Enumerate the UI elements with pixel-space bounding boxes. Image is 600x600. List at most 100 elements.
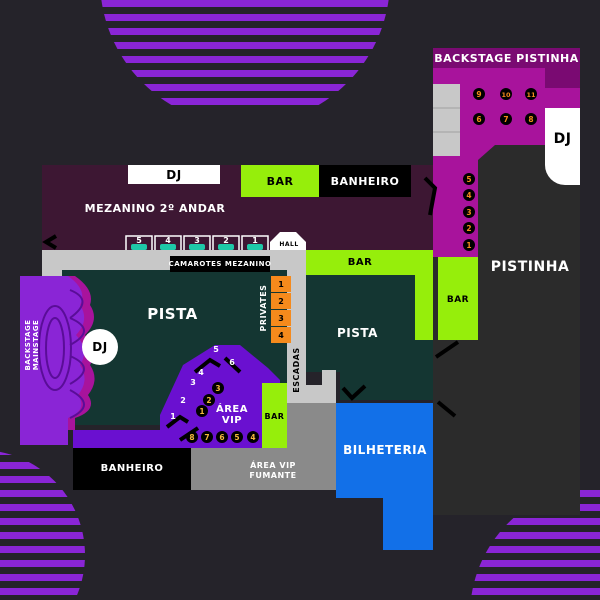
seat-number: 8: [189, 433, 194, 442]
private-box-1[interactable]: [271, 276, 291, 292]
seat-dot: [473, 113, 485, 125]
seat-pistinha-side-5[interactable]: 5: [463, 173, 475, 185]
backstage-pistinha-header: [433, 48, 580, 68]
decor-stripes-top: [100, 0, 390, 105]
pista-right-label: PISTA: [337, 326, 378, 340]
dj-main-label: DJ: [92, 340, 108, 354]
seat-dot: [201, 431, 213, 443]
seat-vip-inner-2[interactable]: 2: [203, 394, 215, 406]
seat-vip-bottom-8[interactable]: 8: [186, 431, 198, 443]
seat-privates-2[interactable]: 2: [278, 297, 284, 306]
seat-number: 4: [278, 331, 284, 340]
seat-number: 4: [250, 433, 255, 442]
seat-mezanino-camarotes-3[interactable]: 3: [194, 236, 200, 245]
seat-vip-outer-4[interactable]: 4: [198, 368, 204, 377]
seat-number: 2: [223, 236, 229, 245]
seat-vip-outer-3[interactable]: 3: [190, 378, 196, 387]
seat-pistinha-side-2[interactable]: 2: [463, 222, 475, 234]
bar-pistinha: [438, 257, 478, 340]
seat-number: 4: [198, 368, 204, 377]
seat-dot: [231, 431, 243, 443]
dj-booth-main: [82, 329, 118, 365]
seat-number: 1: [170, 412, 176, 421]
dj-pistinha-label: DJ: [553, 131, 572, 147]
seat-number: 10: [501, 91, 511, 99]
banheiro-bottom: [73, 448, 191, 490]
seat-vip-outer-2[interactable]: 2: [180, 396, 186, 405]
seat-privates-3[interactable]: 3: [278, 314, 284, 323]
bar-middle: [306, 250, 433, 340]
seat-dot: [186, 431, 198, 443]
seat-dot: [463, 239, 475, 251]
seat-backstage-pistinha-7[interactable]: 7: [500, 113, 512, 125]
hall-marker: [270, 232, 306, 250]
bar-vip: [262, 383, 287, 448]
seat-number: 3: [194, 236, 200, 245]
seat-number: 8: [528, 115, 533, 124]
backstage-pistinha-steps: [433, 84, 460, 156]
seat-mezanino-camarotes-5[interactable]: 5: [136, 236, 142, 245]
seat-number: 1: [278, 280, 284, 289]
seat-mezanino-camarotes-4[interactable]: 4: [165, 236, 171, 245]
seat-vip-inner-3[interactable]: 3: [212, 382, 224, 394]
escadas-label: ESCADAS: [291, 347, 301, 393]
private-box-4[interactable]: [271, 327, 291, 343]
seat-pistinha-side-1[interactable]: 1: [463, 239, 475, 251]
seat-mezanino-camarotes-2[interactable]: 2: [223, 236, 229, 245]
seat-backstage-pistinha-8[interactable]: 8: [525, 113, 537, 125]
seat-number: 1: [466, 241, 471, 250]
seat-vip-outer-1[interactable]: 1: [170, 412, 176, 421]
seat-number: 2: [466, 224, 471, 233]
seat-dot: [525, 113, 537, 125]
seat-vip-bottom-6[interactable]: 6: [216, 431, 228, 443]
seat-number: 6: [229, 358, 235, 367]
seat-mezanino-camarotes-1[interactable]: 1: [252, 236, 258, 245]
seat-pistinha-side-3[interactable]: 3: [463, 206, 475, 218]
seat-privates-1[interactable]: 1: [278, 280, 284, 289]
bilheteria-area: [336, 403, 433, 550]
private-box-2[interactable]: [271, 293, 291, 309]
camarotes-mezanino-label-bg: [170, 256, 270, 272]
private-box-3[interactable]: [271, 310, 291, 326]
seat-dot: [473, 88, 485, 100]
privates-label: PRIVATES: [258, 284, 268, 332]
seat-number: 3: [278, 314, 284, 323]
area-vip-fumante-label-line2: FUMANTE: [249, 471, 297, 480]
seat-number: 1: [252, 236, 258, 245]
camarote-tables: [131, 244, 263, 250]
pista-main-label: PISTA: [147, 305, 198, 323]
seat-number: 5: [213, 345, 219, 354]
seat-dot: [196, 405, 208, 417]
seat-privates-4[interactable]: 4: [278, 331, 284, 340]
seat-number: 7: [503, 115, 508, 124]
seat-backstage-pistinha-11[interactable]: 11: [525, 88, 537, 100]
seat-vip-bottom-4[interactable]: 4: [247, 431, 259, 443]
bar-mezanino-label: BAR: [266, 174, 294, 188]
seat-vip-outer-6[interactable]: 6: [229, 358, 235, 367]
seat-number: 5: [136, 236, 142, 245]
seat-number: 9: [476, 90, 481, 99]
bar-vip-label: BAR: [264, 411, 285, 421]
dj-booth-mezanino: [128, 165, 220, 184]
mezanino-label: MEZANINO 2º ANDAR: [84, 201, 226, 215]
seat-backstage-pistinha-9[interactable]: 9: [473, 88, 485, 100]
backstage-pistinha-area: [433, 48, 580, 257]
seat-vip-inner-1[interactable]: 1: [196, 405, 208, 417]
backstage-pistinha-label: BACKSTAGE PISTINHA: [434, 51, 579, 65]
seat-number: 5: [466, 175, 471, 184]
privates-column: [287, 270, 306, 405]
seat-vip-bottom-5[interactable]: 5: [231, 431, 243, 443]
seat-number: 6: [219, 433, 224, 442]
backstage-mainstage-label: BACKSTAGE MAINSTAGE: [24, 319, 40, 371]
camarotes-mezanino-label: CAMAROTES MEZANINO: [168, 260, 272, 268]
seat-vip-outer-5[interactable]: 5: [213, 345, 219, 354]
area-vip: [160, 345, 280, 445]
seat-number: 1: [199, 407, 204, 416]
seat-dot: [203, 394, 215, 406]
seat-pistinha-side-4[interactable]: 4: [463, 189, 475, 201]
seat-vip-bottom-7[interactable]: 7: [201, 431, 213, 443]
seat-backstage-pistinha-6[interactable]: 6: [473, 113, 485, 125]
seat-number: 4: [165, 236, 171, 245]
seat-backstage-pistinha-10[interactable]: 10: [500, 88, 512, 100]
